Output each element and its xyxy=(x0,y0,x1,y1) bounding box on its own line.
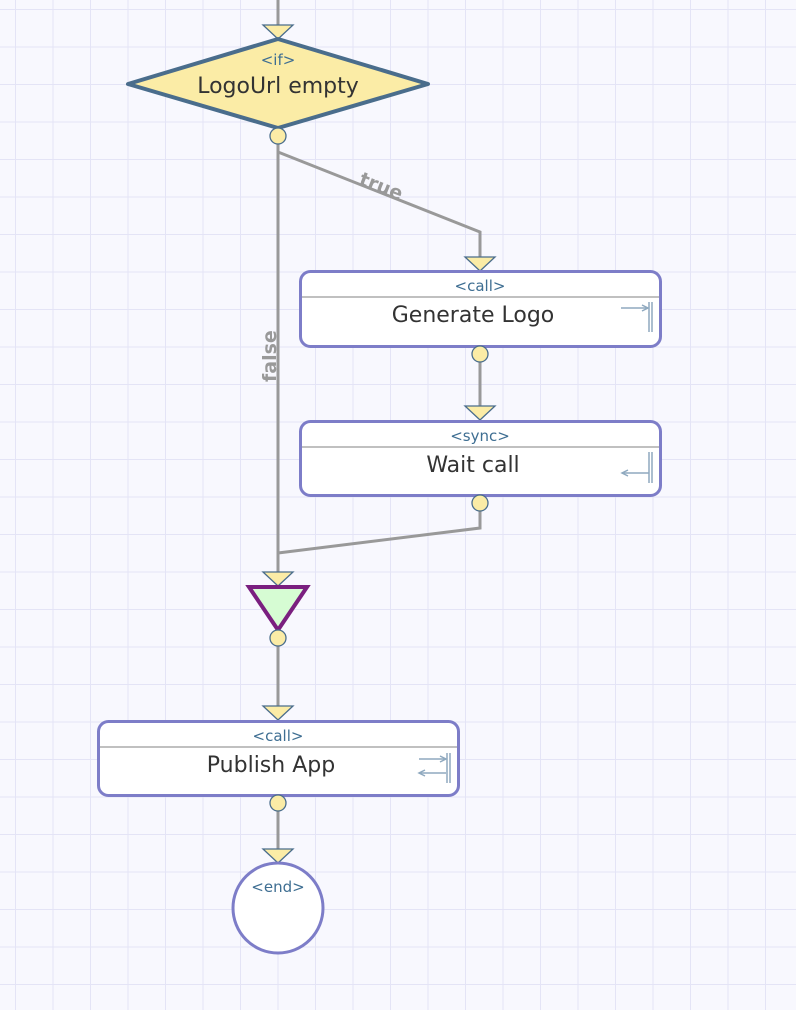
merge-triangle xyxy=(245,585,311,634)
input-arrow-icon xyxy=(261,705,295,721)
output-port[interactable] xyxy=(269,127,287,145)
input-arrow-icon xyxy=(261,571,295,587)
activity-node-publish-app[interactable]: <call> Publish App xyxy=(97,705,460,812)
edge-true[interactable] xyxy=(277,150,482,258)
decision-title: LogoUrl empty xyxy=(197,74,359,99)
output-port[interactable] xyxy=(269,794,287,812)
edge-wait-to-merge[interactable] xyxy=(277,511,482,555)
edge-label-true: true xyxy=(356,168,406,205)
output-port[interactable] xyxy=(471,494,489,512)
decision-stereotype: <if> xyxy=(261,51,296,69)
sync-call-icon xyxy=(417,753,451,783)
input-arrow-icon xyxy=(261,848,295,864)
activity-stereotype: <call> xyxy=(455,277,506,295)
input-arrow-icon xyxy=(463,405,497,421)
activity-stereotype: <call> xyxy=(253,727,304,745)
activity-title: Publish App xyxy=(207,753,335,778)
activity-stereotype: <sync> xyxy=(450,427,510,445)
end-stereotype: <end> xyxy=(251,878,304,896)
output-port[interactable] xyxy=(471,345,489,363)
sync-return-icon xyxy=(620,452,653,483)
activity-title: Generate Logo xyxy=(392,303,555,328)
merge-node[interactable] xyxy=(245,571,311,647)
end-node[interactable]: <end> xyxy=(231,848,325,955)
activity-node-generate-logo[interactable]: <call> Generate Logo xyxy=(299,256,662,363)
activity-node-wait-call[interactable]: <sync> Wait call xyxy=(299,405,662,512)
output-port[interactable] xyxy=(269,629,287,647)
end-circle xyxy=(231,861,325,955)
input-arrow-icon xyxy=(261,24,295,40)
input-arrow-icon xyxy=(463,256,497,272)
activity-title: Wait call xyxy=(426,453,519,478)
async-call-icon xyxy=(621,302,653,332)
edge-label-false: false xyxy=(259,330,281,382)
decision-node-logourl-empty[interactable]: <if> LogoUrl empty xyxy=(126,24,430,145)
